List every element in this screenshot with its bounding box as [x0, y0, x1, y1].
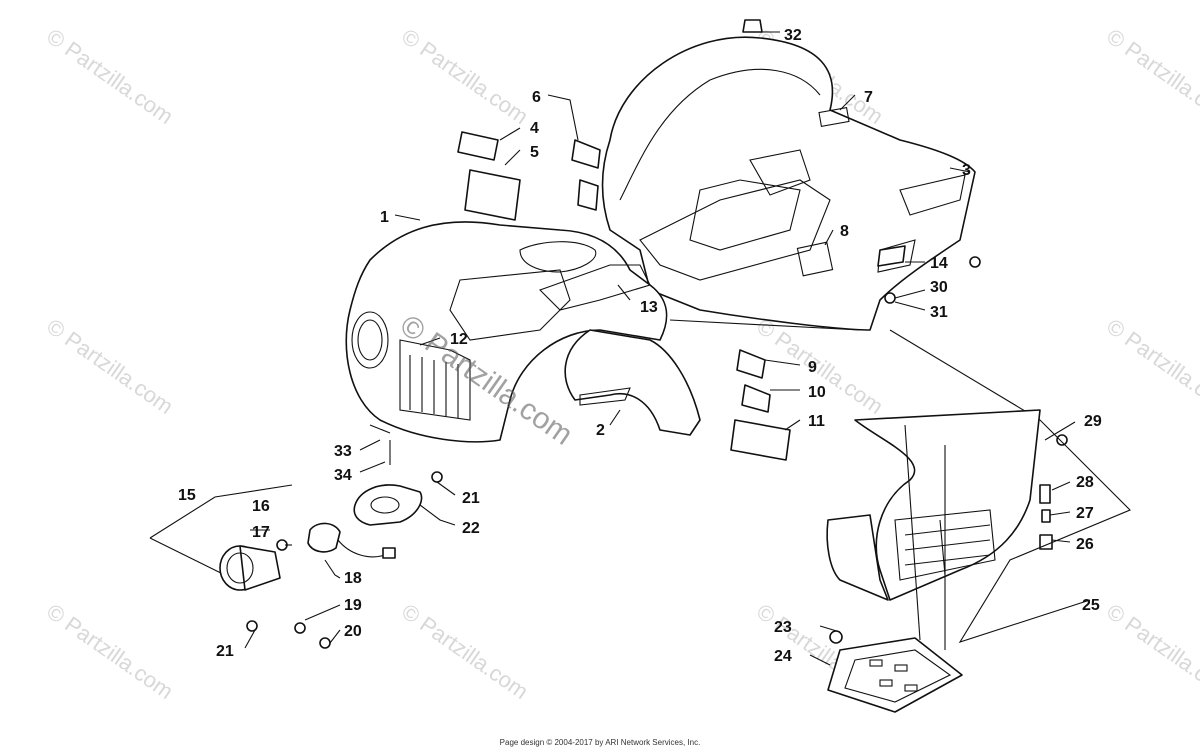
- rear-body-part-3: [601, 36, 976, 331]
- callout-7: 7: [864, 89, 873, 106]
- callout-2: 2: [596, 422, 605, 439]
- callout-3: 3: [962, 162, 971, 179]
- callout-16: 16: [252, 498, 270, 515]
- watermark: © Partzilla.com: [1102, 314, 1200, 420]
- callout-14: 14: [930, 255, 948, 272]
- callout-26: 26: [1076, 536, 1094, 553]
- cap-part-32: [742, 19, 763, 33]
- callout-1: 1: [380, 209, 389, 226]
- callout-9: 9: [808, 359, 817, 376]
- callout-27: 27: [1076, 505, 1094, 522]
- screw-part-20: [319, 637, 331, 649]
- small-parts: [246, 19, 1068, 649]
- callout-31: 31: [930, 304, 948, 321]
- callout-30: 30: [930, 279, 948, 296]
- copyright-footer: Page design © 2004-2017 by ARI Network S…: [499, 738, 701, 747]
- decals: [457, 131, 791, 461]
- callout-17: 17: [252, 524, 270, 541]
- clip-part-19: [294, 622, 306, 634]
- screw-part-14: [969, 256, 981, 268]
- callout-22: 22: [462, 520, 480, 537]
- callout-8: 8: [840, 223, 849, 240]
- front-fender-part-2: [564, 329, 701, 436]
- callout-20: 20: [344, 623, 362, 640]
- watermark: © Partzilla.com: [397, 599, 533, 705]
- screw-part-21-lower: [246, 620, 258, 632]
- callout-23: 23: [774, 619, 792, 636]
- callout-28: 28: [1076, 474, 1094, 491]
- watermark: © Partzilla.com: [42, 599, 178, 705]
- callout-29: 29: [1084, 413, 1102, 430]
- callout-11: 11: [808, 413, 825, 430]
- footwell-part-25: [826, 329, 1131, 650]
- watermark: © Partzilla.com: [1102, 599, 1200, 705]
- watermark: © Partzilla.com: [42, 314, 178, 420]
- headlight-assembly-part-15: [149, 484, 396, 591]
- callout-12: 12: [450, 331, 468, 348]
- bolt-part-28: [1039, 484, 1051, 504]
- screw-part-29: [1056, 434, 1068, 446]
- footrest-plate-part-24: [827, 637, 963, 713]
- front-body-part-1: [345, 221, 668, 443]
- leader-lines: [244, 31, 1076, 666]
- watermark: © Partzilla.com: [1102, 24, 1200, 130]
- callout-25: 25: [1082, 597, 1100, 614]
- callout-10: 10: [808, 384, 826, 401]
- callout-labels: 1 2 3 4 5 6 7 8 9 10 11 12 13 14 15 16 1…: [178, 27, 1102, 665]
- watermark: © Partzilla.com: [397, 24, 533, 130]
- callout-13: 13: [640, 299, 658, 316]
- callout-15: 15: [178, 487, 196, 504]
- wire-part-33: [369, 424, 391, 434]
- callout-6: 6: [532, 89, 541, 106]
- watermark: © Partzilla.com: [42, 24, 178, 130]
- callout-19: 19: [344, 597, 362, 614]
- emblem-part-14: [877, 245, 906, 267]
- bolt-part-23: [829, 630, 843, 644]
- callout-4: 4: [530, 120, 539, 137]
- screw-part-21: [431, 471, 443, 483]
- callout-33: 33: [334, 443, 352, 460]
- callout-5: 5: [530, 144, 539, 161]
- callout-32: 32: [784, 27, 802, 44]
- callout-21: 21: [462, 490, 480, 507]
- callout-24: 24: [774, 648, 792, 665]
- bezel-part-22: [353, 484, 423, 526]
- washer-part-30: [884, 292, 896, 304]
- callout-34: 34: [334, 467, 352, 484]
- callout-18: 18: [344, 570, 362, 587]
- spacer-part-27: [1041, 509, 1051, 523]
- callout-21-lower: 21: [216, 643, 234, 660]
- socket-part-18: [307, 522, 341, 553]
